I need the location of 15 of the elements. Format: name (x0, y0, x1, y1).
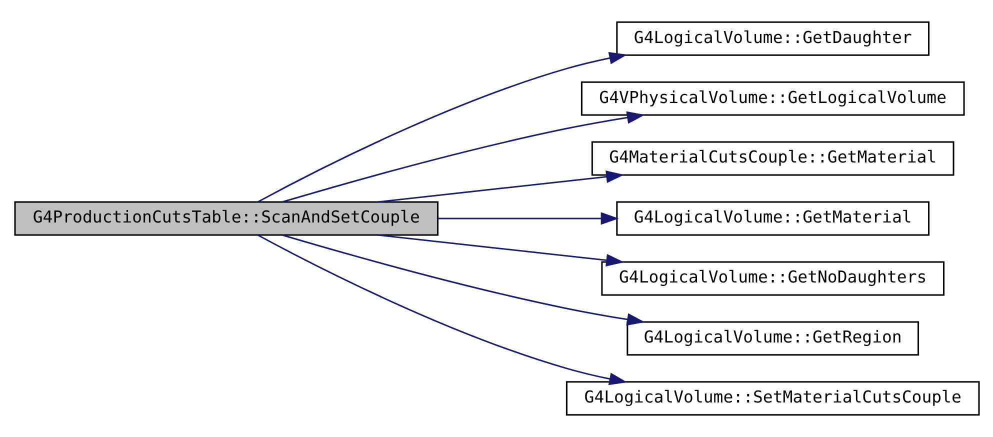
arrow (282, 111, 644, 203)
arrow (377, 170, 624, 203)
node-box: G4LogicalVolume::GetNoDaughters (600, 261, 944, 296)
arrow (377, 234, 624, 267)
arrow (256, 234, 627, 386)
arrow (256, 52, 627, 203)
node-box: G4VPhysicalVolume::GetLogicalVolume (580, 81, 964, 116)
node-box: G4LogicalVolume::GetMaterial (616, 201, 930, 236)
node-box: G4LogicalVolume::SetMaterialCutsCouple (565, 381, 980, 416)
node-box: G4LogicalVolume::GetDaughter (616, 21, 930, 56)
node-box: G4LogicalVolume::GetRegion (626, 321, 919, 356)
arrow (438, 212, 618, 225)
arrow (282, 234, 644, 326)
node-box: G4MaterialCutsCouple::GetMaterial (590, 141, 954, 176)
node-box: G4ProductionCutsTable::ScanAndSetCouple (14, 201, 438, 236)
